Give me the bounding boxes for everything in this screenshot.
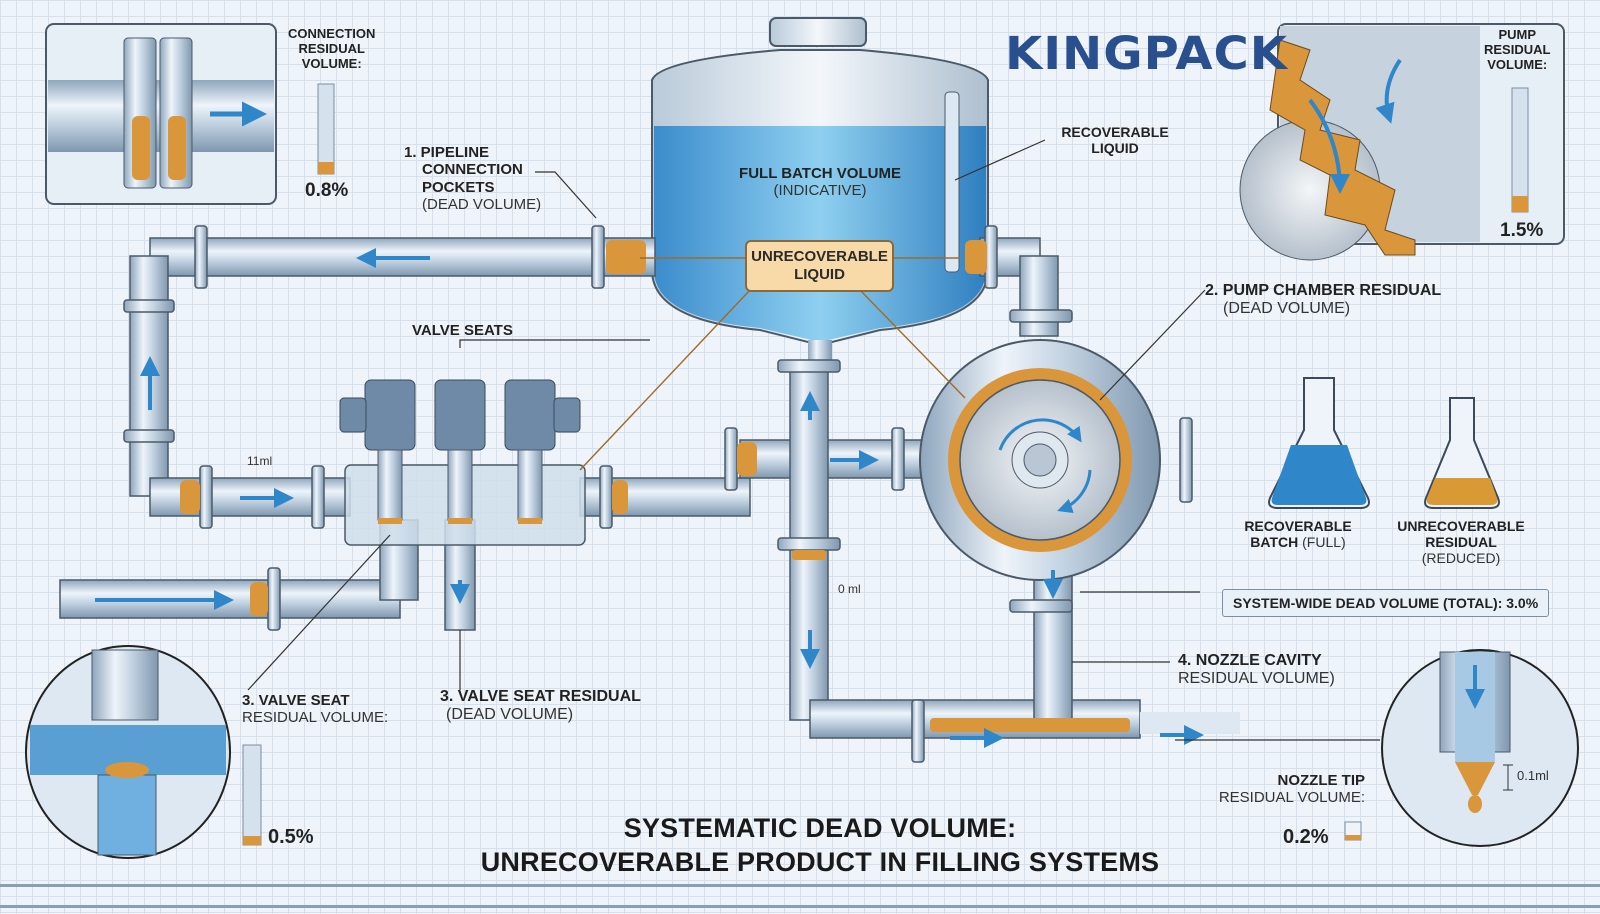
- leader-lines: [247, 139, 1380, 741]
- nozzle-tip-inset: [1344, 649, 1579, 847]
- callout-title: 3. VALVE SEAT RESIDUAL: [440, 688, 641, 705]
- liquid-pointers: [579, 257, 966, 471]
- tank-label-sub: (INDICATIVE): [773, 182, 867, 200]
- label-line: RECOVERABLE: [1244, 518, 1352, 534]
- callout-title: 2. PUMP CHAMBER RESIDUAL: [1205, 282, 1442, 299]
- recoverable-liquid-label: RECOVERABLE LIQUID: [1061, 124, 1169, 157]
- pump-level-fill: [1512, 196, 1528, 212]
- unrecoverable-liquid-callout: UNRECOVERABLE LIQUID: [745, 240, 894, 292]
- callout-sub: RESIDUAL VOLUME): [1178, 670, 1335, 688]
- nozzle-tip-label: NOZZLE TIP RESIDUAL VOLUME:: [1200, 772, 1365, 807]
- pump-residual-value: 1.5%: [1500, 220, 1544, 241]
- divider: [0, 884, 1600, 887]
- label-line: RESIDUAL VOLUME:: [242, 709, 389, 727]
- title-line-2: UNRECOVERABLE PRODUCT IN FILLING SYSTEMS: [480, 846, 1160, 877]
- label-line: (FULL): [1302, 534, 1346, 551]
- flask-recoverable-label: RECOVERABLE BATCH (FULL): [1242, 518, 1354, 550]
- flask-unrecoverable-label: UNRECOVERABLE RESIDUAL (REDUCED): [1396, 518, 1526, 566]
- label-line: 3. VALVE SEAT: [242, 692, 350, 709]
- tank-label-main: FULL BATCH VOLUME: [739, 165, 901, 182]
- callout-title: 4. NOZZLE CAVITY: [1178, 652, 1322, 669]
- callout-valve-seats: VALVE SEATS: [412, 322, 513, 339]
- label-line: VOLUME:: [1487, 56, 1548, 72]
- tank-label: FULL BATCH VOLUME (INDICATIVE): [720, 165, 920, 200]
- column-measure: 0 ml: [838, 582, 861, 596]
- pump-inset-label: PUMP RESIDUAL VOLUME:: [1484, 27, 1551, 73]
- valve-seat-residual-value: 0.5%: [268, 826, 314, 848]
- callout-sub: (DEAD VOLUME): [422, 195, 542, 213]
- system-total-dead-volume: SYSTEM-WIDE DEAD VOLUME (TOTAL): 3.0%: [1222, 589, 1550, 617]
- callout-nozzle-cavity: 4. NOZZLE CAVITY RESIDUAL VOLUME): [1178, 652, 1335, 689]
- callout-sub: (DEAD VOLUME): [446, 706, 574, 724]
- flanges: [123, 225, 1193, 763]
- connection-residual-value: 0.8%: [305, 180, 349, 201]
- flow-arrows: [95, 248, 1204, 748]
- flask-unrecoverable: [1424, 397, 1500, 509]
- tank: [651, 17, 989, 370]
- divider: [0, 905, 1600, 908]
- nozzle-tip-residual-value: 0.2%: [1283, 826, 1329, 848]
- connection-inset-label: CONNECTION RESIDUAL VOLUME:: [288, 26, 376, 72]
- label-line: RESIDUAL: [298, 40, 365, 56]
- callout-title: POCKETS: [422, 178, 495, 196]
- label-line: CONNECTION: [288, 26, 376, 41]
- callout-pump: 2. PUMP CHAMBER RESIDUAL (DEAD VOLUME): [1205, 282, 1441, 319]
- title-line-1: SYSTEMATIC DEAD VOLUME:: [623, 813, 1017, 843]
- pipe-measure: 11ml: [247, 454, 273, 468]
- diagram-title: SYSTEMATIC DEAD VOLUME: UNRECOVERABLE PR…: [480, 812, 1160, 880]
- callout-valve-seat-residual: 3. VALVE SEAT RESIDUAL (DEAD VOLUME): [440, 688, 641, 725]
- kingpack-logo: KINGPACK: [1005, 27, 1288, 81]
- label-line: BATCH: [1250, 534, 1299, 551]
- label-line: (REDUCED): [1421, 550, 1501, 567]
- label-line: RESIDUAL: [1484, 41, 1551, 57]
- valve-seat-level-fill: [243, 836, 261, 845]
- callout-title: 1. PIPELINE: [404, 144, 490, 161]
- valve-seat-inset: [25, 645, 262, 859]
- label-line: UNRECOVERABLE: [1397, 518, 1525, 534]
- label-line: RESIDUAL: [1425, 534, 1497, 551]
- label-line: RESIDUAL VOLUME:: [1218, 789, 1365, 807]
- gear-pump: [919, 339, 1161, 581]
- valve-seat-inset-label: 3. VALVE SEAT RESIDUAL VOLUME:: [242, 692, 388, 727]
- label-line: NOZZLE TIP: [1277, 772, 1366, 789]
- callout-sub: (DEAD VOLUME): [1223, 300, 1351, 318]
- pump-inset: [1239, 23, 1565, 261]
- flask-recoverable: [1268, 377, 1370, 509]
- callout-title: CONNECTION: [422, 161, 523, 179]
- valve-block: [339, 379, 586, 546]
- residue-pockets: [180, 240, 1130, 732]
- connection-inset: [45, 23, 335, 205]
- label-line: PUMP: [1498, 27, 1536, 42]
- connection-level-fill: [318, 162, 334, 174]
- label-line: VOLUME:: [301, 55, 362, 71]
- nozzle-tip-dimension: 0.1ml: [1517, 768, 1549, 783]
- callout-pipeline: 1. PIPELINE CONNECTION POCKETS (DEAD VOL…: [404, 144, 541, 213]
